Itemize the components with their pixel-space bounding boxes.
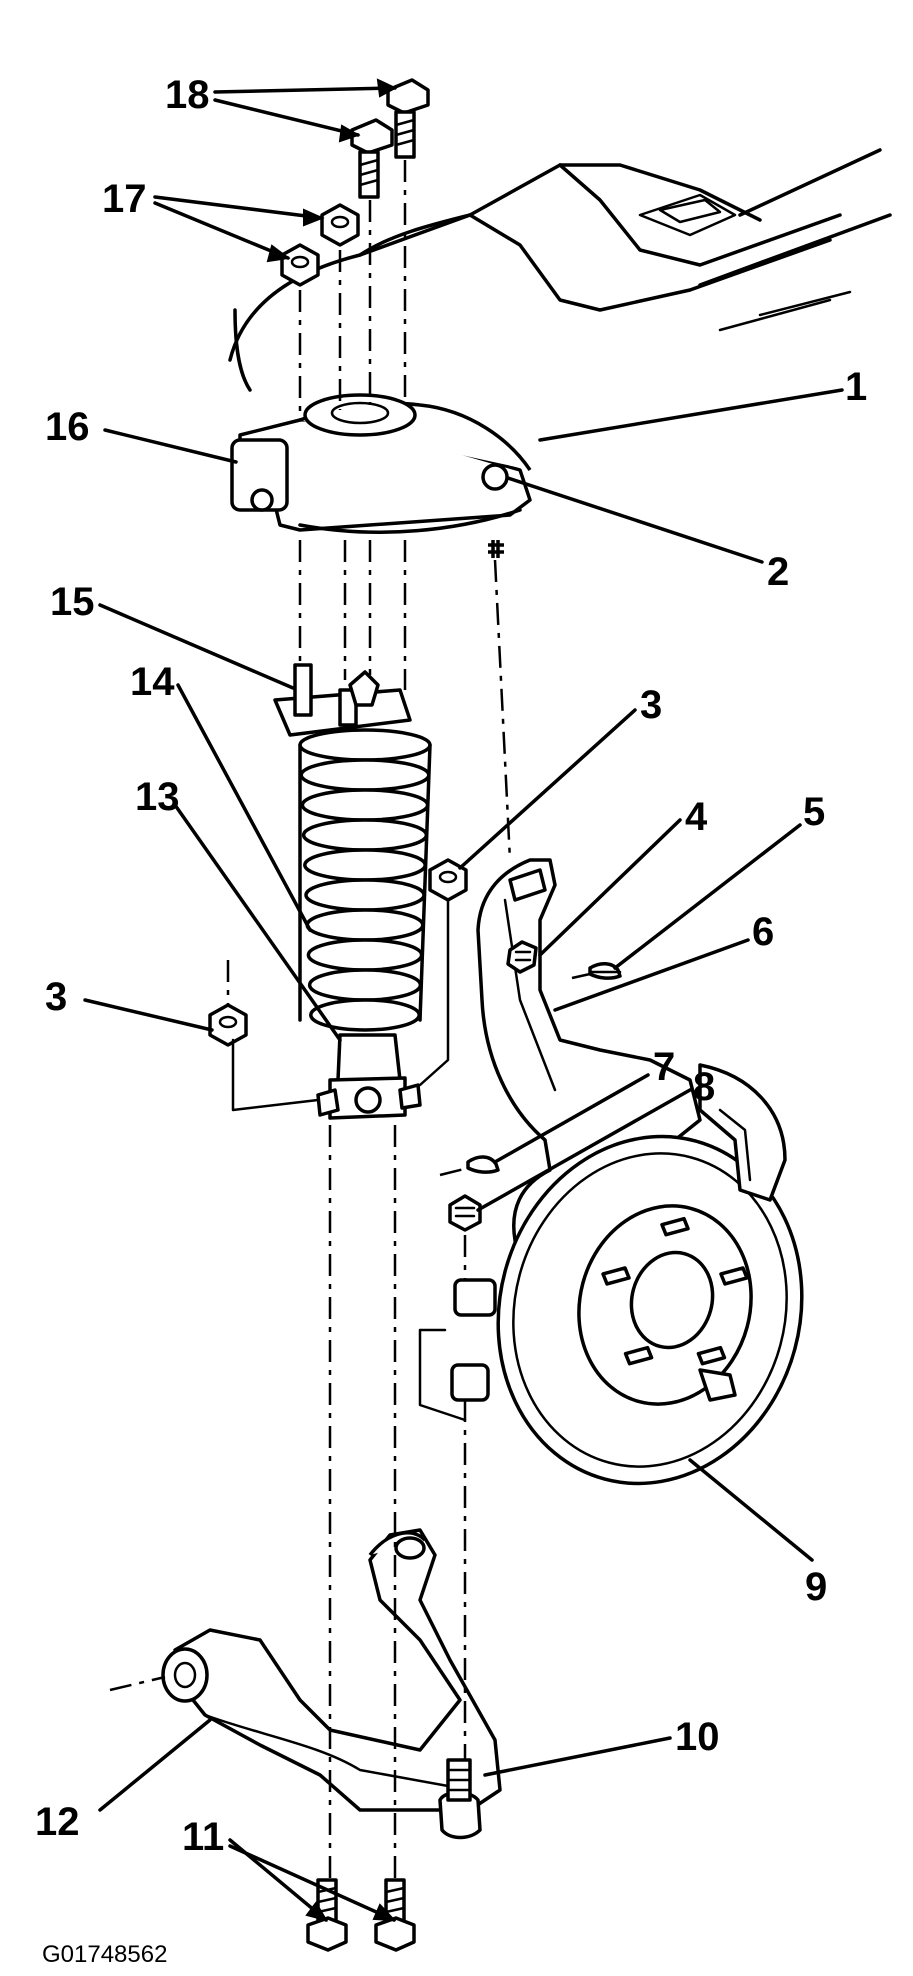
callout-1: 1: [845, 365, 867, 409]
spring-coil: [301, 818, 429, 852]
callout-7: 7: [653, 1045, 675, 1089]
callout-9: 9: [805, 1565, 827, 1609]
frame-body-outline: [228, 148, 892, 392]
stud-mid: [338, 688, 358, 727]
coil-spring-strut: [273, 663, 432, 1120]
leader-arrowheads: [266, 78, 398, 1922]
lug-stud: [623, 1345, 654, 1366]
callout-5: 5: [803, 790, 825, 834]
spring-coil: [307, 968, 423, 1002]
spring-coil: [298, 728, 432, 762]
lug-stud: [601, 1266, 631, 1286]
spring-coil: [305, 908, 425, 942]
callout-3-lower: 3: [45, 975, 67, 1019]
callout-16: 16: [45, 405, 90, 449]
stud-left: [293, 663, 313, 717]
callout-11: 11: [182, 1815, 224, 1859]
callout-15: 15: [50, 580, 95, 624]
leader-lines: [83, 86, 844, 1922]
figure-code: G01748562: [42, 1941, 167, 1968]
spring-coil: [304, 878, 426, 912]
callout-18: 18: [165, 73, 210, 117]
lug-stud: [696, 1345, 727, 1366]
callout-labels: 18 17 16 1 2 15 14 3 13 4 5 6 3 7 8 9 10…: [35, 73, 867, 1859]
upper-control-arm: [230, 393, 532, 558]
callout-10: 10: [675, 1715, 720, 1759]
lug-stud: [660, 1216, 690, 1237]
upper-mount-nuts: [280, 203, 360, 287]
callout-3-upper: 3: [640, 683, 662, 727]
callout-17: 17: [102, 177, 147, 221]
callout-12: 12: [35, 1800, 80, 1844]
lug-stud: [719, 1266, 749, 1286]
callout-14: 14: [130, 660, 175, 704]
callout-13: 13: [135, 775, 180, 819]
spring-coil: [309, 998, 421, 1032]
alignment-lines: [109, 160, 591, 1880]
lower-mount-bolts: [306, 1878, 416, 1952]
spring-coil: [299, 758, 431, 792]
spring-coil: [306, 938, 424, 972]
callout-6: 6: [752, 910, 774, 954]
brake-rotor-hub: [496, 1063, 804, 1486]
spring-outline: [298, 743, 432, 1022]
steering-knuckle: [450, 858, 702, 1402]
upper-mount-bolts: [350, 78, 430, 199]
spring-coil: [303, 848, 427, 882]
callout-2: 2: [767, 550, 789, 594]
lower-control-arm: [161, 1528, 502, 1840]
callout-8: 8: [693, 1065, 715, 1109]
spring-coil: [300, 788, 430, 822]
callout-4: 4: [685, 795, 708, 839]
